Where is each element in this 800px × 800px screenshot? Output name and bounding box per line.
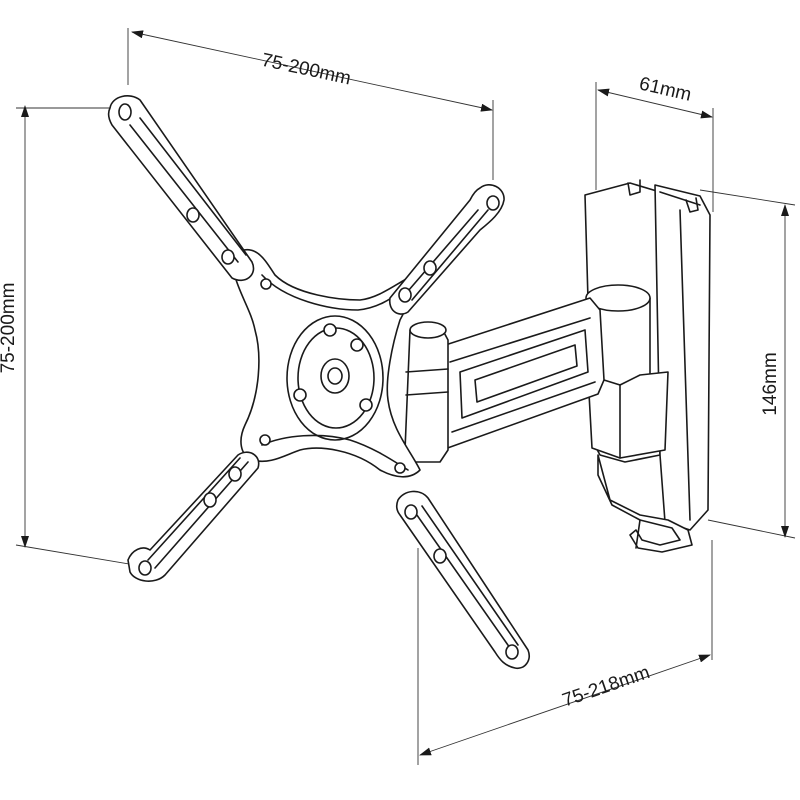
vesa-arm-bottom-left <box>127 451 260 582</box>
dim-label-top-width: 75-200mm <box>260 50 353 90</box>
dim-label-left-height: 75-200mm <box>0 283 19 374</box>
vesa-arm-top-left <box>107 95 255 282</box>
dim-label-plate-height: 146mm <box>760 352 781 415</box>
dimension-plate-height: 146mm <box>699 189 796 539</box>
swing-arm <box>404 284 669 463</box>
vesa-arm-top-right <box>388 184 505 315</box>
dimension-left-height: 75-200mm <box>0 105 136 566</box>
vesa-plate <box>231 248 421 478</box>
vesa-arm-bottom-right <box>395 490 530 670</box>
dimension-top-width: 75-200mm <box>127 28 494 180</box>
dim-label-extension: 75-218mm <box>560 662 653 711</box>
